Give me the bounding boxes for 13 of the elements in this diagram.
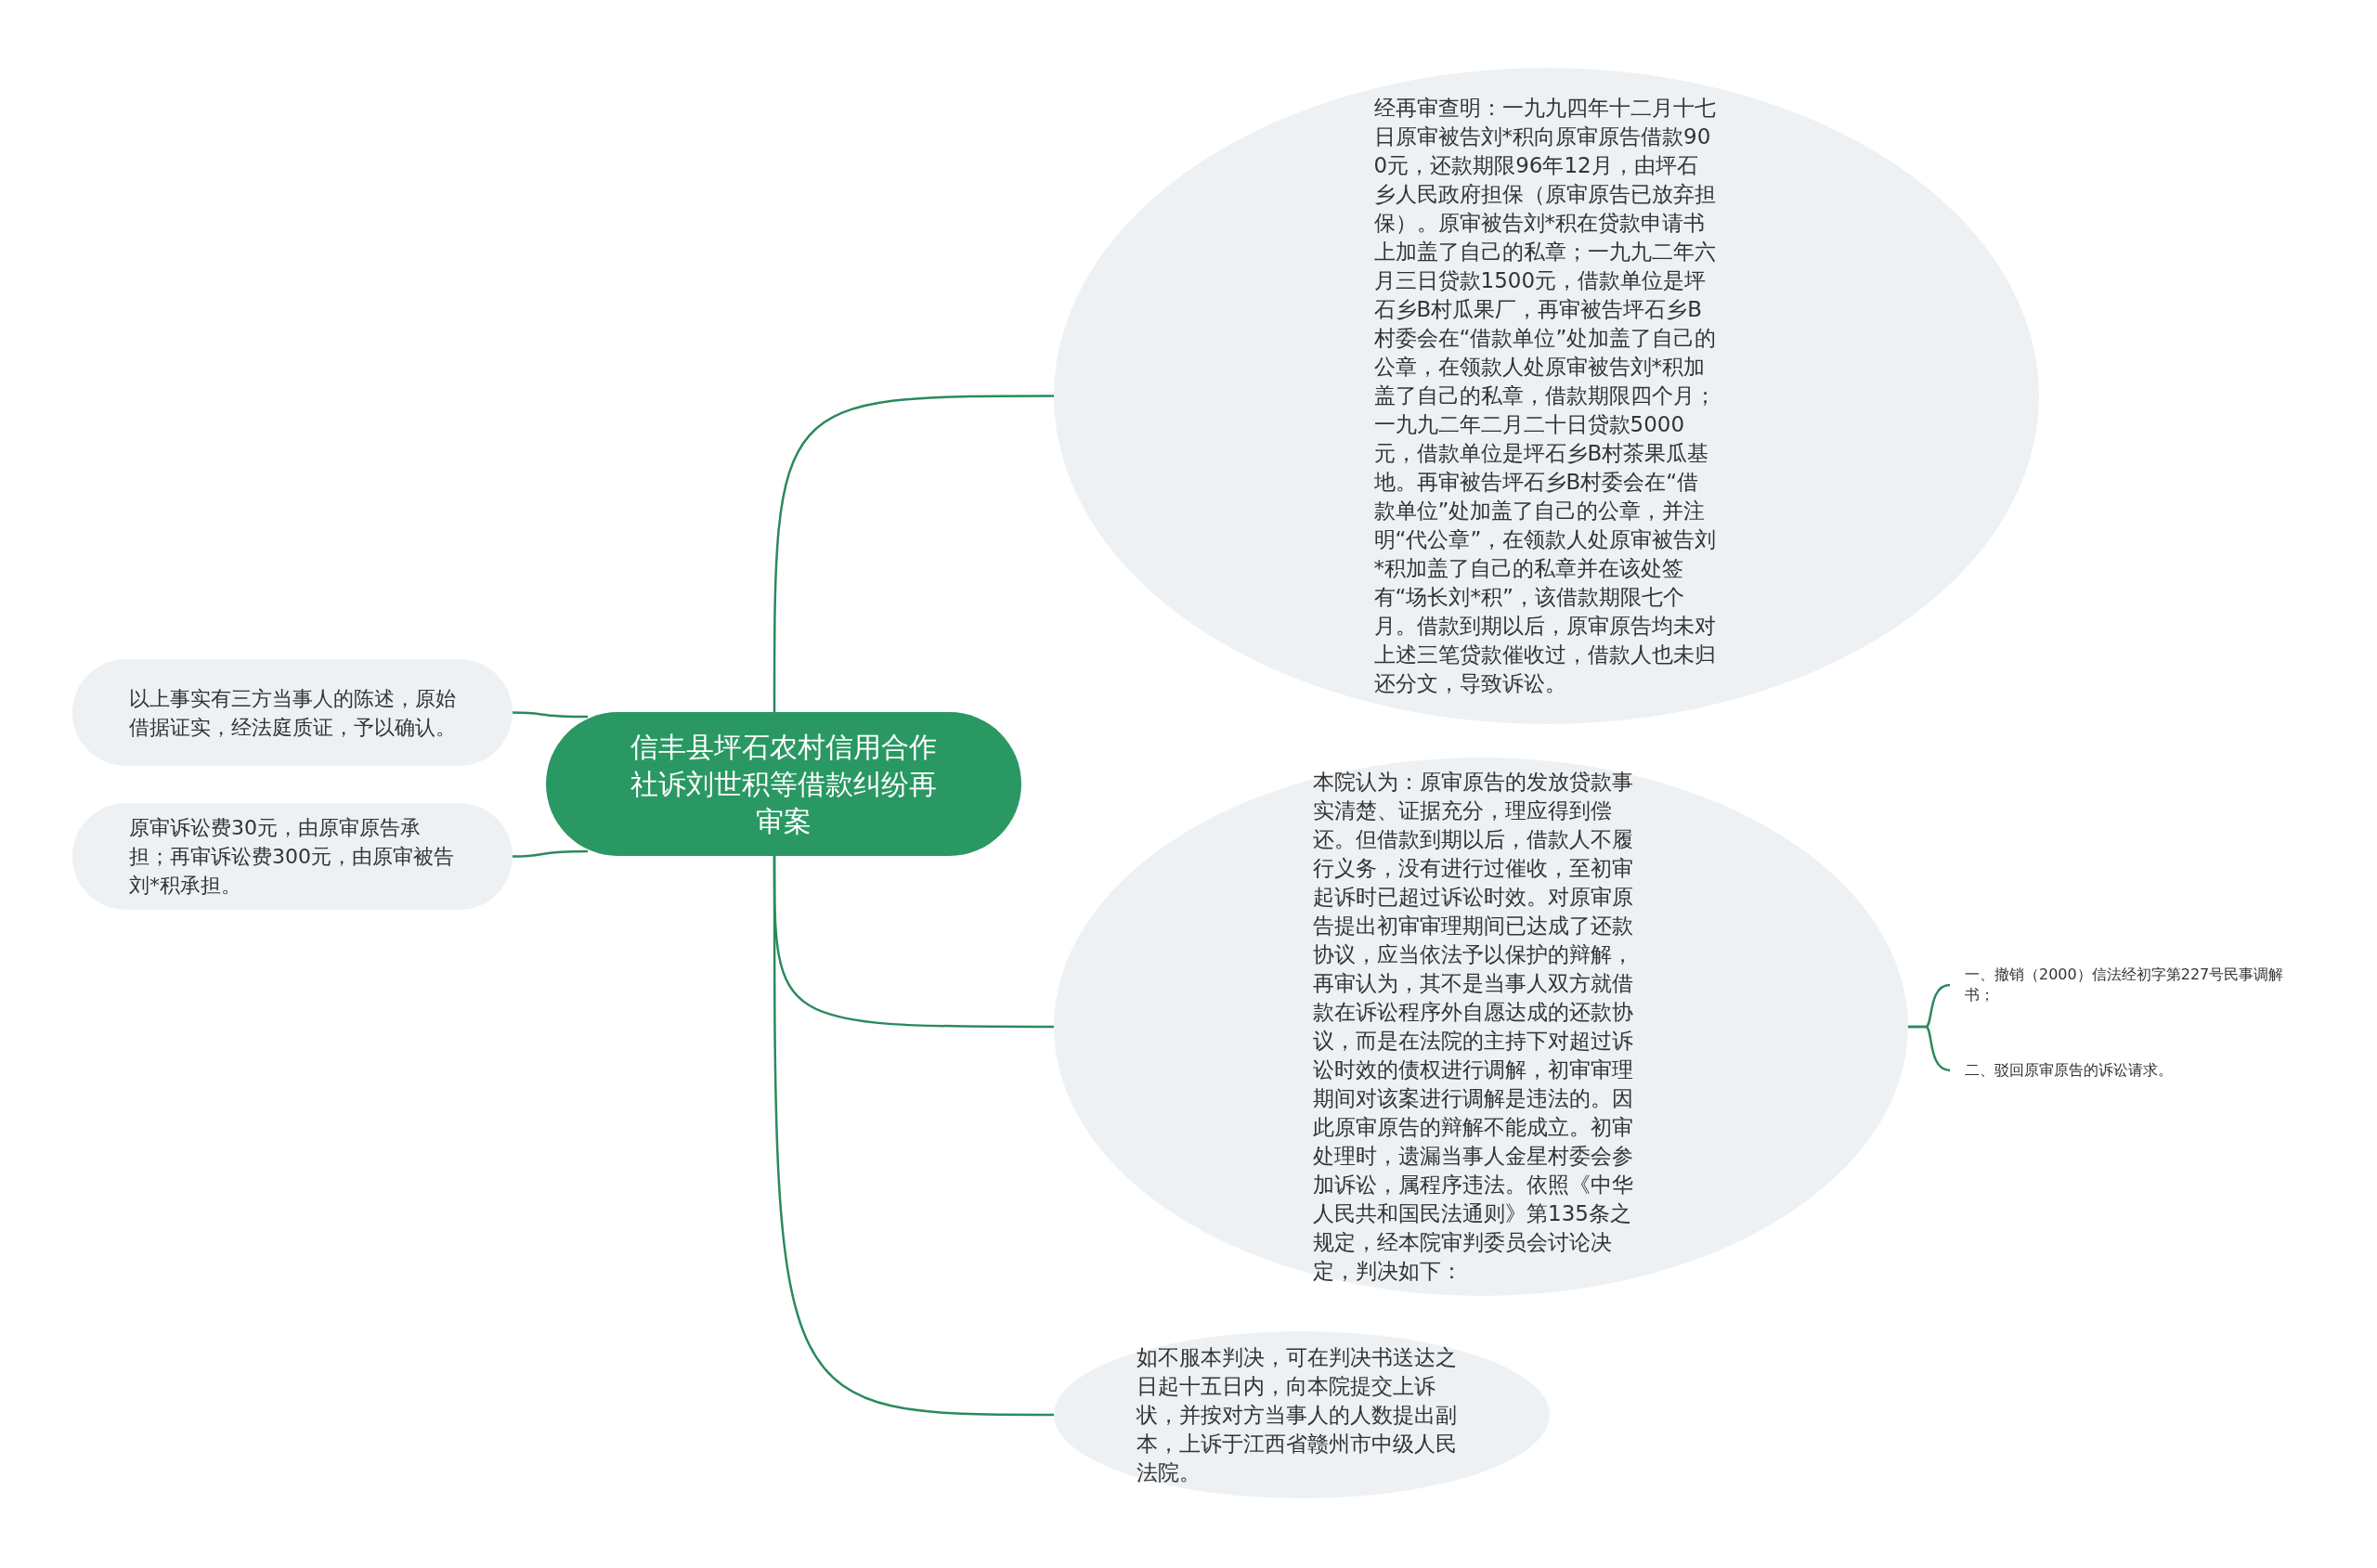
connector-line xyxy=(1908,1025,1951,1072)
connector-line xyxy=(773,395,1054,712)
topic-text: 原审诉讼费30元，由原审原告承担；再审诉讼费300元，由原审被告刘*积承担。 xyxy=(129,815,455,899)
connector-line xyxy=(513,849,588,858)
topic-text: 以上事实有三方当事人的陈述，原始借据证实，经法庭质证，予以确认。 xyxy=(129,685,456,741)
subtopic-text: 二、驳回原审原告的诉讼请求。 xyxy=(1965,1060,2174,1081)
connector-line xyxy=(773,856,1054,1417)
connector-line xyxy=(513,711,588,719)
subtopic-text: 一、撤销（2000）信法经初字第227号民事调解书； xyxy=(1965,965,2285,1005)
topic-text: 经再审查明：一九九四年十二月十七日原审被告刘*积向原审原告借款900元，还款期限96年12月，由坪石乡人民政府担保（原审原告已放弃担保）。原审被告刘*积在贷款申请书上加盖了自己的私章；一九九二年六月三日贷款1500元，借款单位是坪石乡B村瓜果厂，再审被告坪石乡B村委会在“借款单位”处加盖了自己的公章，在领款人处原审被告刘*积加盖了自己的私章，借款期限四个月；一九九二年二月二十日贷款5000元，借款单位是坪石乡B村茶果瓜基地。再审被告坪石乡B村委会在“借款单位”处加盖了自己的公章，并注明“代公章”，在领款人处原审被告刘*积加盖了自己的私章并在该处签有“场长刘*积”，该借款期限七个月。借款到期以后，原审原告均未对上述三笔贷款催收过，借款人也未归还分文，导致诉讼。 xyxy=(1373,95,1718,697)
topic-text: 如不服本判决，可在判决书送达之日起十五日内，向本院提交上诉状，并按对方当事人的人数提出副本，上诉于江西省赣州市中级人民法院。 xyxy=(1137,1343,1458,1486)
topic-text: 本院认为：原审原告的发放贷款事实清楚、证据充分，理应得到偿还。但借款到期以后，借款人不履行义务，没有进行过催收，至初审起诉时已超过诉讼时效。对原审原告提出初审审理期间已达成了还款协议，应当依法予以保护的辩解，再审认为，其不是当事人双方就借款在诉讼程序外自愿达成的还款协议，而是在法院的主持下对超过诉讼时效的债权进行调解，初审审理期间对该案进行调解是违法的。因此原审原告的辩解不能成立。初审处理时，遗漏当事人金星村委会参加诉讼，属程序违法。依照《中华人民共和国民法通则》第135条之规定，经本院审判委员会讨论决定，判决如下： xyxy=(1313,769,1634,1285)
topic-title: 信丰县坪石农村信用合作社诉刘世积等借款纠纷再审案 xyxy=(630,729,938,839)
